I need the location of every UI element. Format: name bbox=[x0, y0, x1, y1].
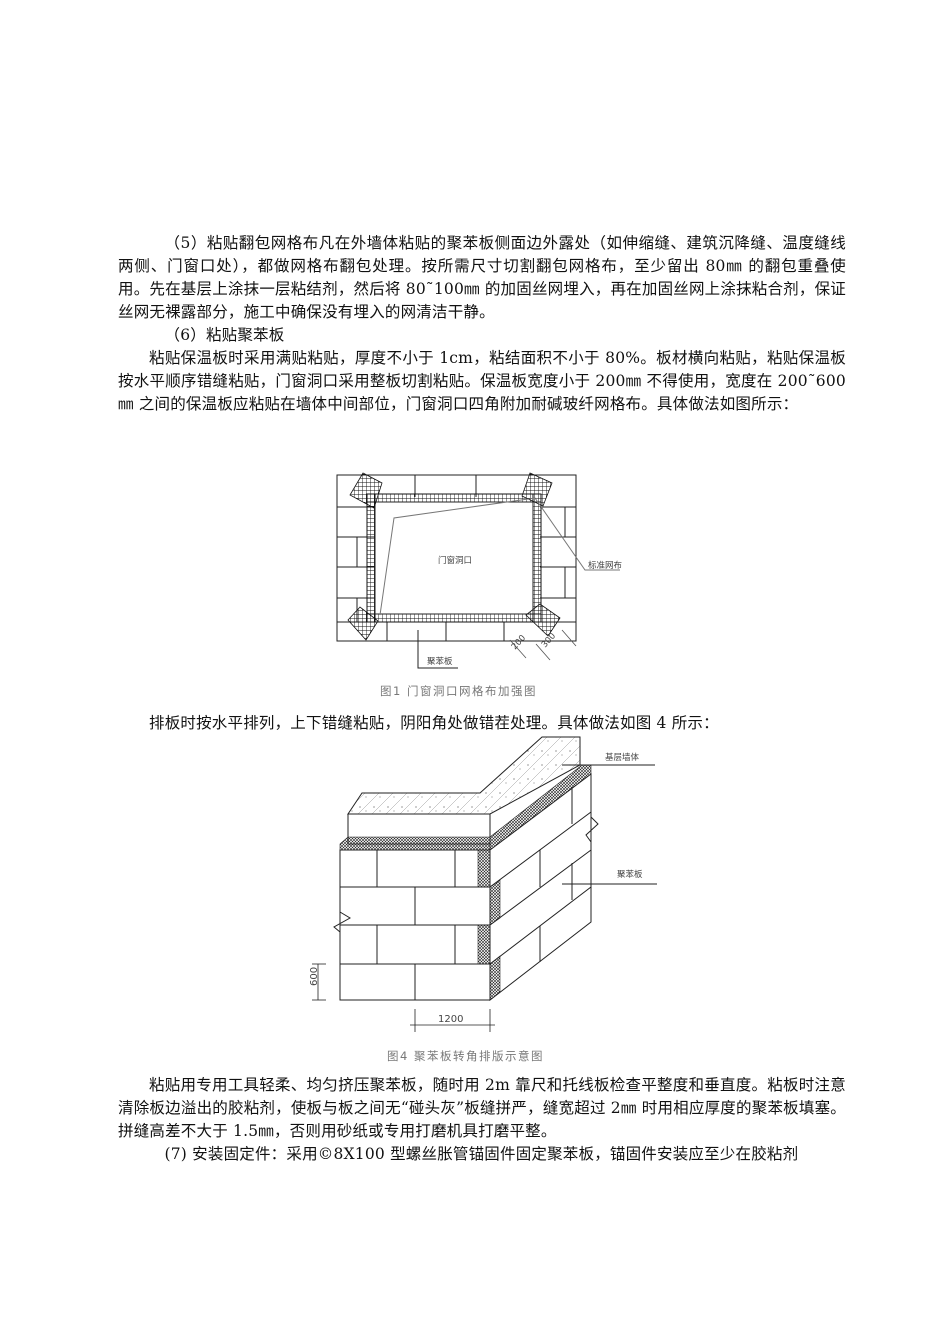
section-6-heading: （6）粘贴聚苯板 bbox=[164, 326, 285, 344]
figure-1-opening-mesh-diagram: 门窗洞口 标准网布 聚苯板 200 300 bbox=[330, 470, 630, 680]
label-base-wall: 基层墙体 bbox=[605, 752, 640, 763]
dimension-1200: 1200 bbox=[438, 1014, 463, 1025]
section-6-paragraph-2: 排板时按水平排列，上下错缝粘贴，阴阳角处做错茬处理。具体做法如图 4 所示： bbox=[149, 714, 719, 732]
section-7-paragraph: (7) 安装固定件：采用©8X100 型螺丝胀管锚固件固定聚苯板，锚固件安装应至… bbox=[164, 1145, 799, 1163]
figure-4-caption: 图4 聚苯板转角排版示意图 bbox=[387, 1049, 544, 1063]
dimension-300: 300 bbox=[540, 631, 558, 650]
section-6-paragraph-3: 粘贴用专用工具轻柔、均匀挤压聚苯板，随时用 2m 靠尺和托线板检查平整度和垂直度… bbox=[118, 1076, 846, 1140]
label-mesh: 标准网布 bbox=[588, 560, 622, 571]
section-5-paragraph: （5）粘贴翻包网格布凡在外墙体粘贴的聚苯板侧面边外露处（如伸缩缝、建筑沉降缝、温… bbox=[118, 234, 846, 321]
label-board: 聚苯板 bbox=[427, 656, 453, 667]
figure-4-corner-layout-diagram: 基层墙体 聚苯板 600 1200 bbox=[300, 732, 680, 1037]
label-board: 聚苯板 bbox=[617, 869, 643, 880]
label-opening: 门窗洞口 bbox=[438, 555, 472, 566]
dimension-200: 200 bbox=[510, 633, 528, 652]
section-6-paragraph-1: 粘贴保温板时采用满贴粘贴，厚度不小于 1cm，粘结面积不小于 80%。板材横向粘… bbox=[118, 349, 846, 413]
figure-1-caption: 图1 门窗洞口网格布加强图 bbox=[380, 684, 537, 698]
dimension-600: 600 bbox=[309, 967, 320, 986]
